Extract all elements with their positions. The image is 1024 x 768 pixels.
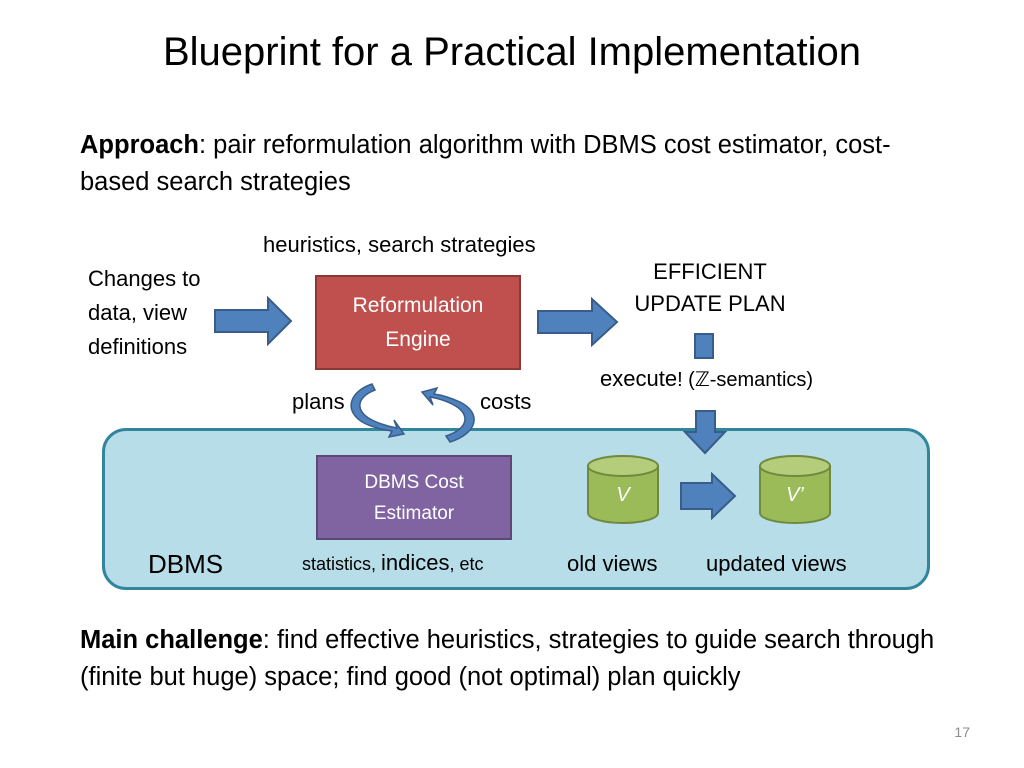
- main-challenge-paragraph: Main challenge: find effective heuristic…: [80, 622, 960, 696]
- approach-paragraph: Approach: pair reformulation algorithm w…: [80, 127, 960, 201]
- old-views-label: old views: [567, 551, 658, 576]
- reformulation-engine-box: Reformulation Engine: [315, 275, 521, 370]
- new-view-cylinder: [759, 455, 831, 524]
- cycle-arrow-costs: [420, 386, 475, 443]
- dbms-cost-estimator-label: DBMS Cost Estimator: [364, 471, 464, 524]
- statistics-word: statistics,: [302, 554, 382, 574]
- dbms-label: DBMS: [148, 549, 224, 579]
- main-challenge-label: Main challenge: [80, 626, 263, 654]
- plan-connector-block: [694, 333, 714, 359]
- old-view-cylinder: [587, 455, 659, 524]
- page-number: 17: [954, 724, 970, 740]
- approach-text: : pair reformulation algorithm with DBMS…: [80, 131, 891, 196]
- arrow-engine-to-plan: [537, 296, 619, 348]
- heuristics-label: heuristics, search strategies: [263, 232, 536, 257]
- old-view-symbol: V: [616, 484, 630, 506]
- reformulation-engine-label: Reformulation Engine: [352, 293, 484, 351]
- plans-label: plans: [292, 389, 345, 414]
- changes-label: Changes to data, view definitions: [88, 266, 201, 359]
- arrow-changes-to-engine: [214, 295, 293, 347]
- main-challenge-text: : find effective heuristics, strategies …: [80, 626, 935, 691]
- dbms-cost-estimator-box: DBMS Cost Estimator: [316, 455, 512, 540]
- execute-word: execute: [600, 366, 678, 391]
- execute-label: execute! (ℤ-semantics): [600, 366, 813, 392]
- updated-views-label: updated views: [706, 551, 847, 576]
- cycle-arrow-plans: [350, 383, 406, 439]
- new-view-symbol: V’: [786, 484, 804, 506]
- slide-title: Blueprint for a Practical Implementation: [162, 30, 862, 74]
- execute-semantics: ! (ℤ-semantics): [677, 369, 814, 391]
- arrow-old-to-new-view: [680, 471, 737, 521]
- efficient-plan-label: EFFICIENT UPDATE PLAN: [634, 259, 786, 316]
- approach-label: Approach: [80, 131, 200, 159]
- arrow-execute-down: [682, 410, 728, 455]
- etc-word: , etc: [449, 554, 484, 574]
- costs-label: costs: [480, 389, 532, 414]
- statistics-label: statistics, indices, etc: [302, 550, 484, 576]
- indices-word: indices: [381, 550, 450, 575]
